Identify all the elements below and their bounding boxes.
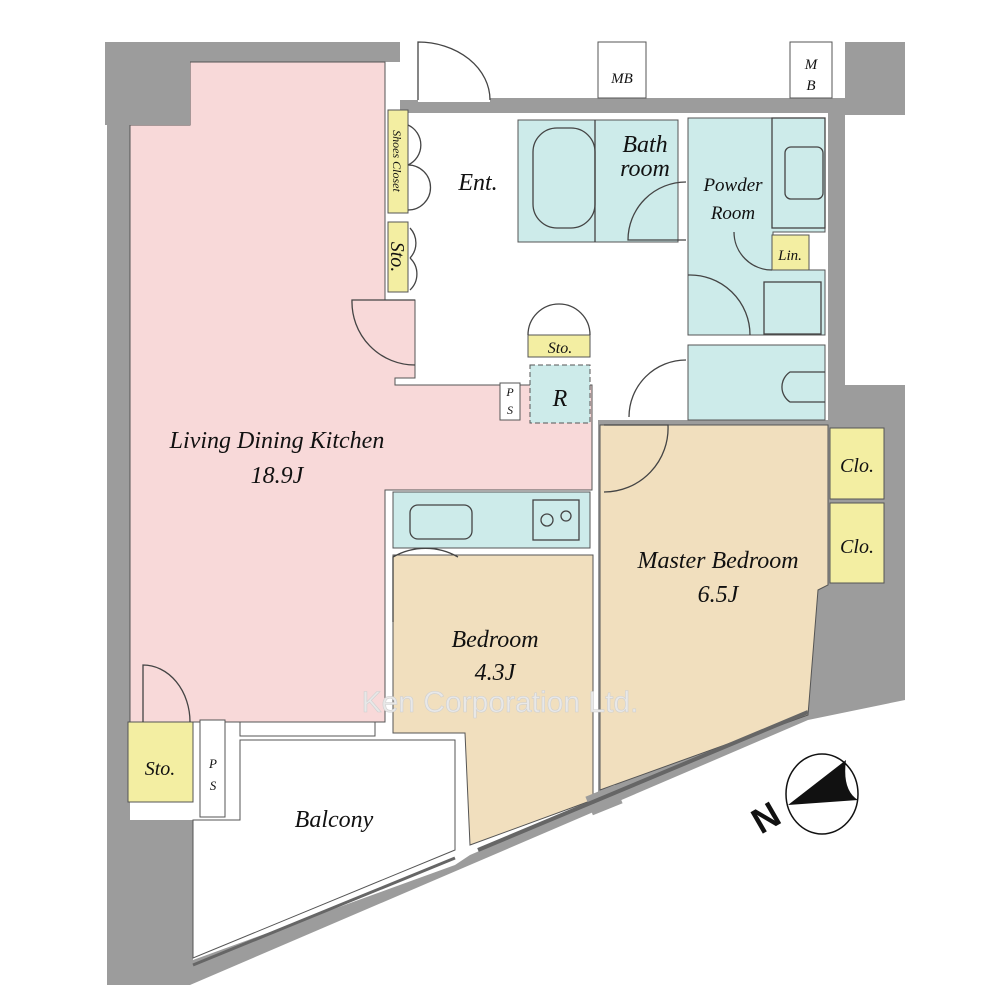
storage-lower-label: Sto. (145, 758, 176, 780)
right-wall (828, 115, 845, 385)
closet-2 (829, 502, 885, 584)
bedroom-door[interactable] (392, 547, 459, 622)
toilet-icon (781, 371, 825, 403)
ps-label-s: S (507, 403, 513, 417)
exterior-gap (845, 115, 905, 385)
sink-icon (409, 504, 473, 540)
window (477, 710, 809, 852)
linen-closet (771, 234, 810, 271)
bedroom-size: 4.3J (475, 660, 517, 686)
storage-lower (127, 721, 194, 803)
ps-lower-s: S (210, 778, 217, 793)
storage-door (527, 303, 591, 336)
pipe-space (499, 382, 521, 421)
refrigerator-label: R (552, 386, 568, 412)
meter-box (597, 41, 647, 99)
entrance-door[interactable] (417, 41, 491, 101)
refrigerator-space (529, 364, 591, 424)
bath-label-2: room (620, 156, 670, 182)
wall-corner (105, 42, 190, 125)
entry-door-opening (418, 42, 490, 102)
shoes-closet (387, 109, 409, 214)
burner-icon (540, 513, 554, 527)
master-size: 6.5J (698, 582, 740, 608)
storage-hall-label: Sto. (548, 340, 572, 357)
toilet-room (687, 344, 826, 421)
bedroom-label: Bedroom (451, 627, 538, 653)
closet-1-label: Clo. (840, 455, 874, 477)
storage-hall (527, 334, 591, 358)
toilet-door[interactable] (628, 359, 687, 418)
mb-label: MB (610, 71, 633, 87)
shoes-closet-label: Shoes Closet (390, 130, 404, 192)
meter-box-2 (789, 41, 833, 99)
closet-1 (829, 427, 885, 500)
pipe-space-lower (199, 719, 226, 818)
washing-machine-icon (763, 281, 822, 335)
watermark: Ken Corporation Ltd. (362, 686, 639, 719)
stove-icon (532, 499, 580, 541)
balcony-label: Balcony (295, 807, 374, 833)
powder-room (687, 117, 826, 336)
ldk-size: 18.9J (251, 463, 305, 489)
ldk-door[interactable] (351, 299, 416, 366)
ps-lower-p: P (208, 756, 217, 771)
storage-door-lower[interactable] (142, 664, 191, 723)
master-door[interactable] (603, 424, 669, 493)
balcony (192, 739, 456, 959)
entrance-label: Ent. (457, 170, 497, 196)
mb-label-b: B (806, 78, 815, 94)
mb-label-m: M (804, 57, 819, 73)
burner-icon (560, 510, 572, 522)
bath-label-1: Bath (622, 132, 667, 158)
closet-2-label: Clo. (840, 536, 874, 558)
bathroom (517, 119, 679, 243)
north-label: N (744, 793, 787, 842)
powder-door[interactable] (687, 231, 773, 336)
ps-label-p: P (505, 385, 514, 399)
north-compass: N (744, 753, 859, 842)
compass-arrow-icon (788, 760, 858, 805)
storage-entrance (387, 221, 409, 293)
master-bedroom (599, 424, 829, 791)
closet-doors[interactable] (407, 124, 432, 291)
bedroom (392, 554, 594, 846)
powder-label-1: Powder (702, 175, 763, 196)
ldk-label: Living Dining Kitchen (169, 428, 385, 454)
sliding-door[interactable] (239, 721, 376, 737)
washbasin-icon (784, 146, 824, 200)
bath-door[interactable] (627, 181, 687, 241)
master-label: Master Bedroom (636, 548, 798, 574)
linen-label: Lin. (777, 248, 802, 264)
powder-label-2: Room (710, 203, 755, 224)
storage-entrance-label: Sto. (386, 242, 408, 273)
